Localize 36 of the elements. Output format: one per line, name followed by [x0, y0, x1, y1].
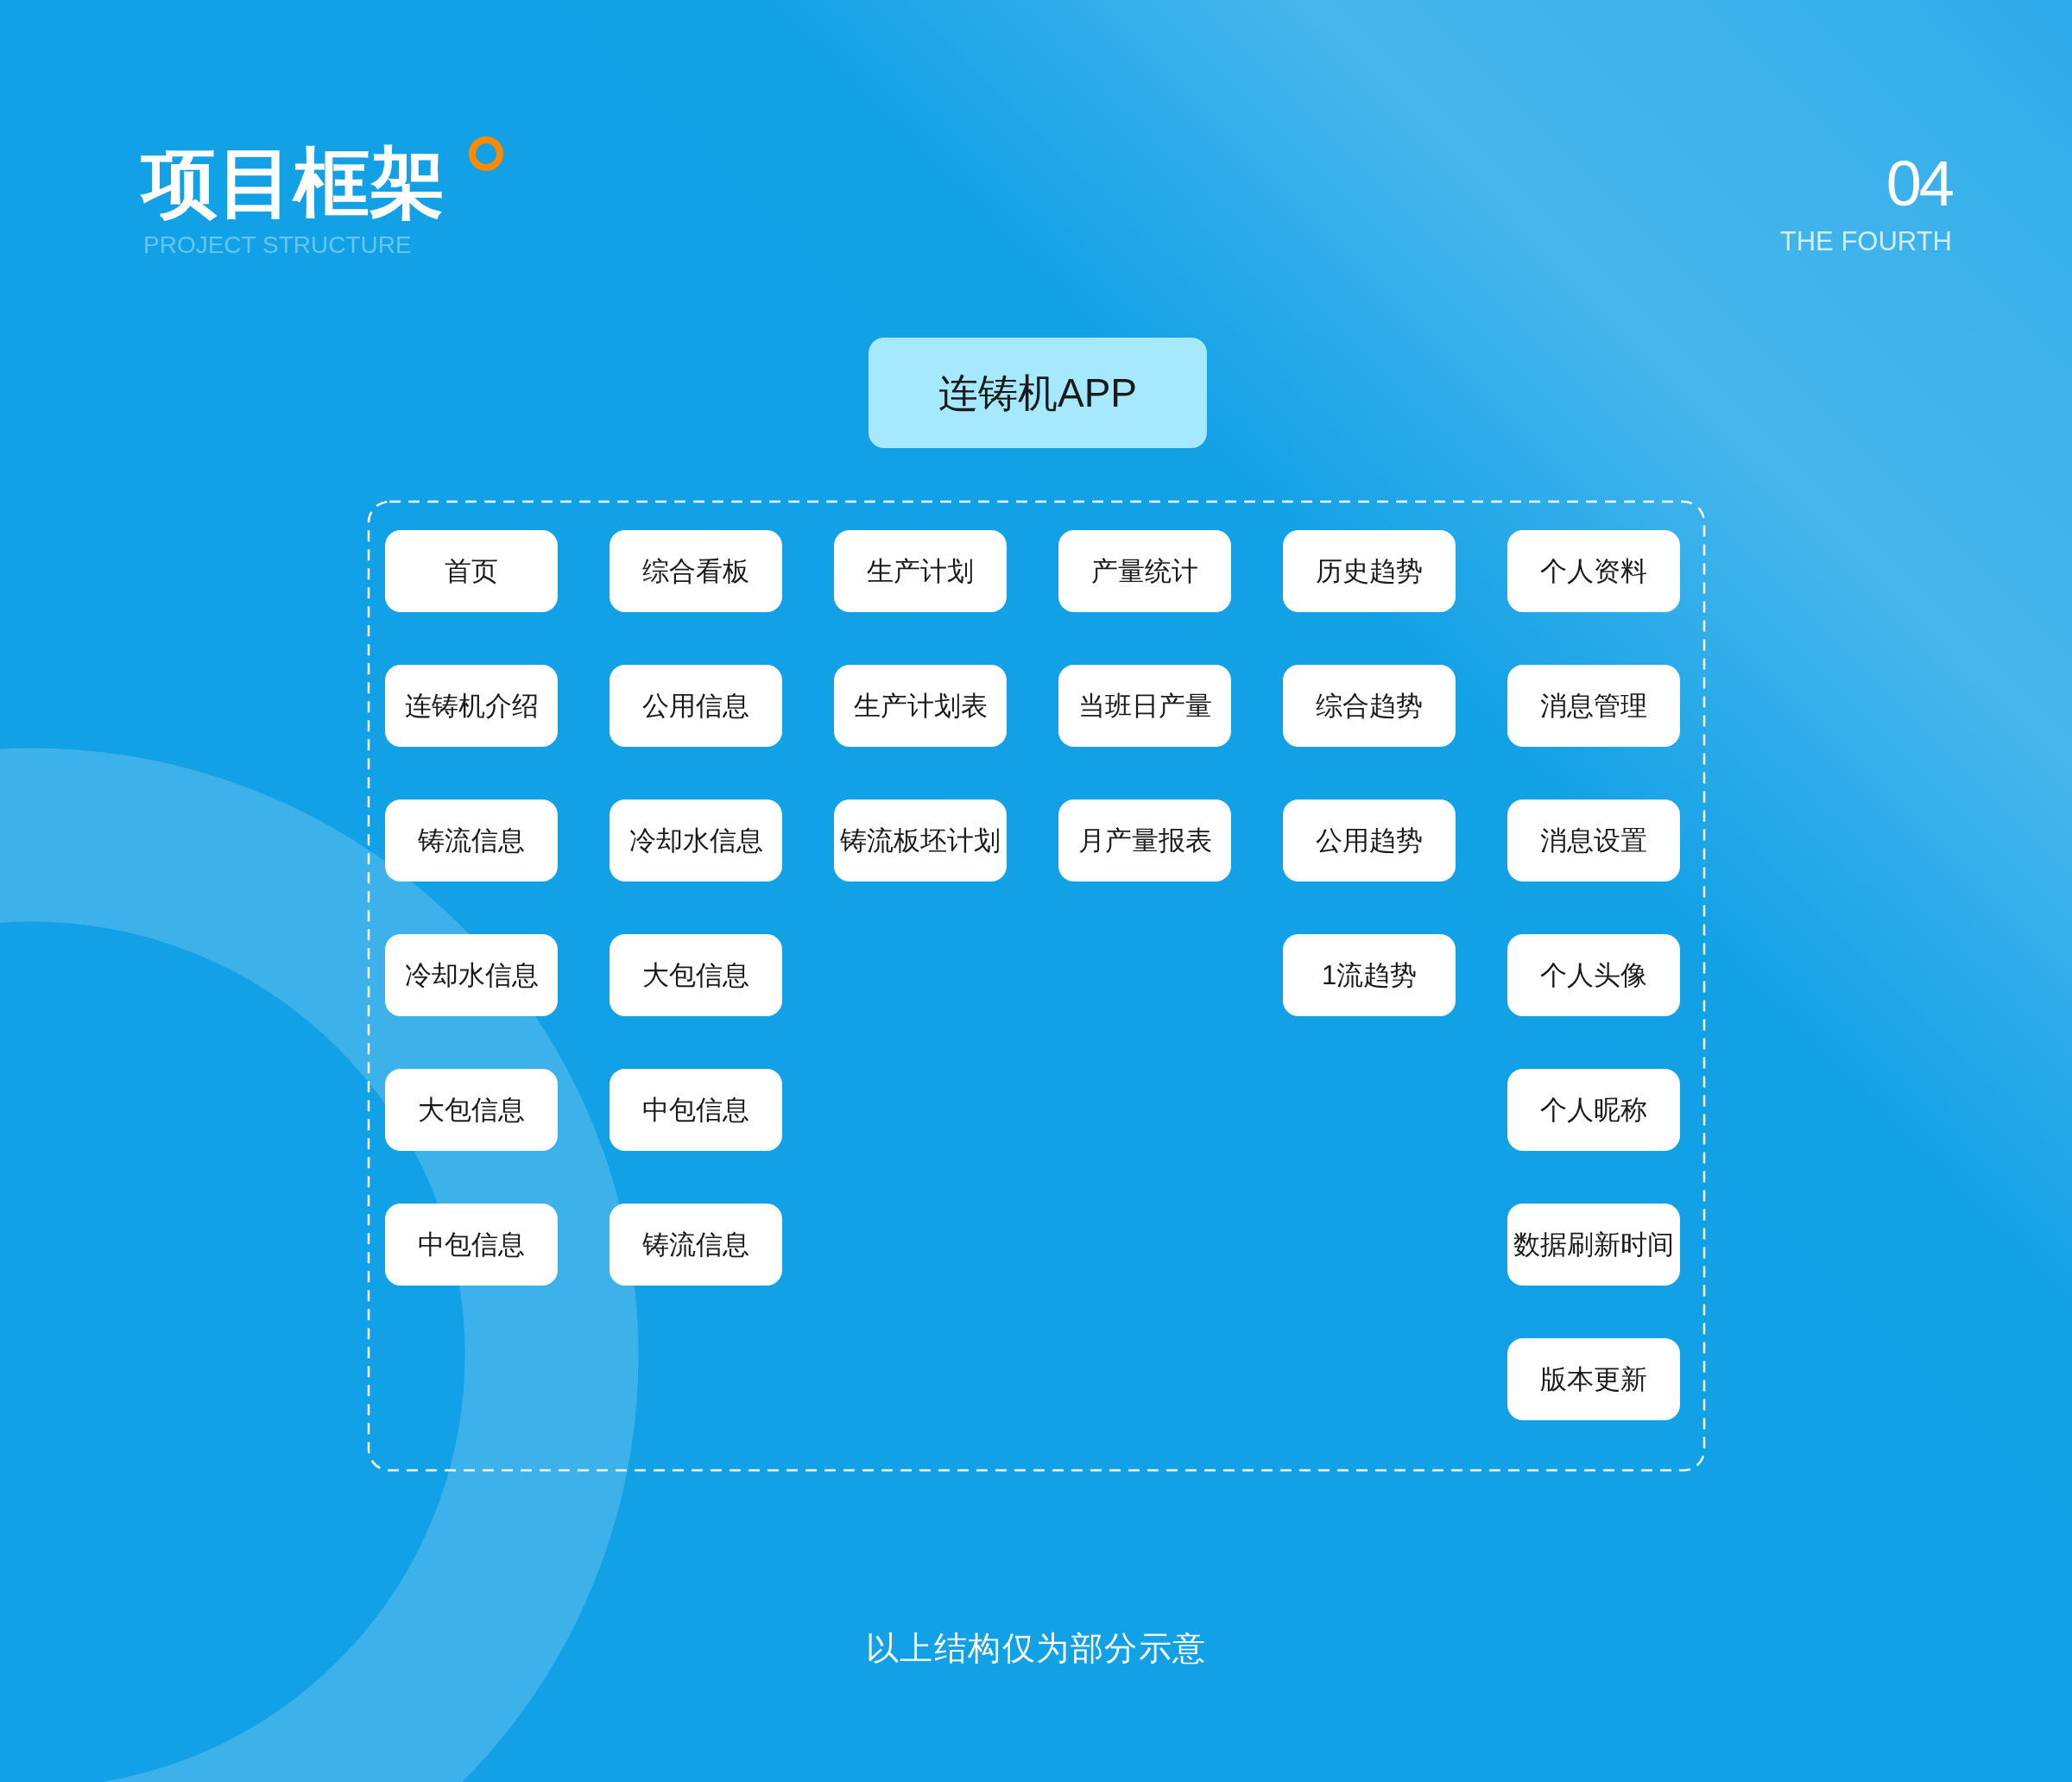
module-box: 生产计划表: [834, 665, 1007, 747]
app-title-box: 连铸机APP: [869, 338, 1207, 448]
module-box: 公用趋势: [1283, 799, 1456, 882]
page-number: 04: [1886, 152, 1952, 216]
module-box: 数据刷新时间: [1507, 1204, 1680, 1286]
module-box: 产量统计: [1058, 530, 1231, 612]
module-box: 生产计划: [834, 530, 1007, 612]
module-box: 历史趋势: [1283, 530, 1456, 612]
module-box: 版本更新: [1507, 1338, 1680, 1420]
module-box: 公用信息: [610, 665, 782, 747]
module-box: 首页: [385, 530, 558, 612]
module-box: 个人昵称: [1507, 1069, 1680, 1151]
page-title: 项目框架: [142, 145, 445, 221]
module-box: 个人资料: [1507, 530, 1680, 612]
module-box: 中包信息: [385, 1204, 558, 1286]
caption-text: 以上结构仅为部分示意: [865, 1632, 1207, 1665]
module-box: 铸流板坯计划: [834, 799, 1007, 882]
module-box: 综合看板: [610, 530, 782, 612]
subtitle-text: PROJECT STRUCTURE: [143, 233, 412, 257]
module-box: 大包信息: [610, 934, 782, 1016]
dashed-group-frame: [368, 501, 1705, 1471]
module-box: 1流趋势: [1283, 934, 1456, 1016]
module-box: 月产量报表: [1058, 799, 1231, 882]
module-box: 个人头像: [1507, 934, 1680, 1016]
module-box: 连铸机介绍: [385, 665, 558, 747]
section-label: THE FOURTH: [1779, 228, 1952, 255]
module-box: 冷却水信息: [610, 799, 782, 882]
module-box: 综合趋势: [1283, 665, 1456, 747]
module-box: 冷却水信息: [385, 934, 558, 1016]
module-box: 消息设置: [1507, 799, 1680, 882]
module-box: 铸流信息: [610, 1204, 782, 1286]
module-box: 消息管理: [1507, 665, 1680, 747]
module-box: 中包信息: [610, 1069, 782, 1151]
module-box: 大包信息: [385, 1069, 558, 1151]
module-box: 当班日产量: [1058, 665, 1231, 747]
module-box: 铸流信息: [385, 799, 558, 882]
